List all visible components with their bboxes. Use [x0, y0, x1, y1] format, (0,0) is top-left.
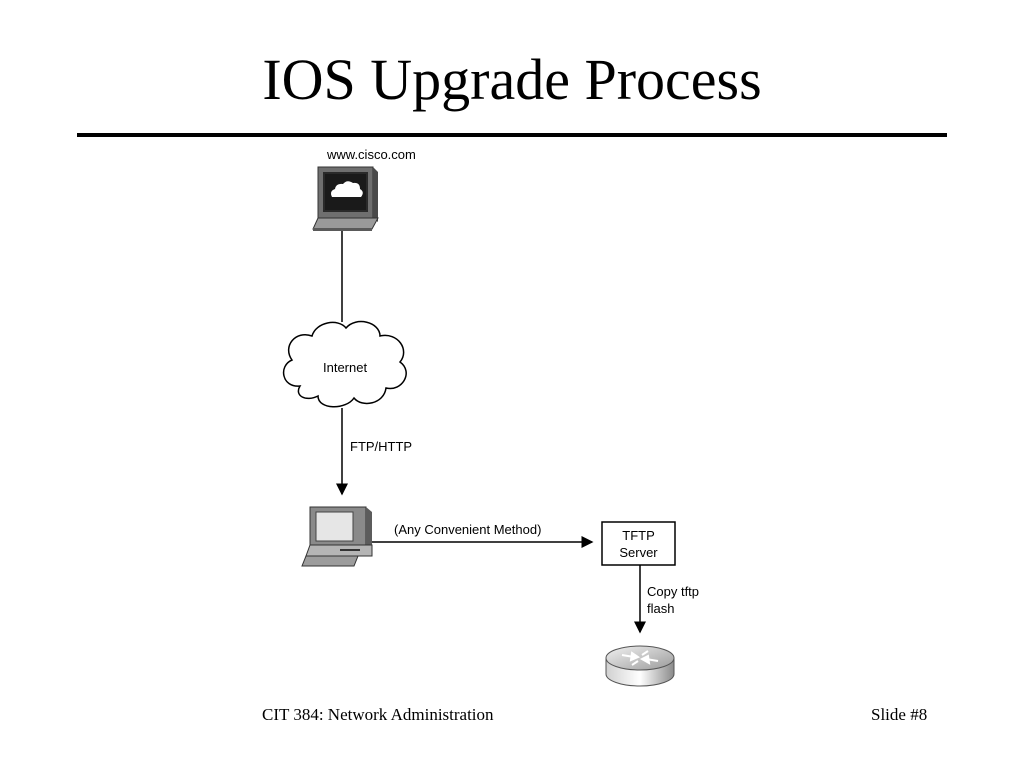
footer-course: CIT 384: Network Administration [262, 705, 494, 724]
internet-label: Internet [323, 360, 367, 375]
transfer-method-label: (Any Convenient Method) [394, 522, 541, 537]
internet-cloud-icon [282, 320, 407, 408]
cisco-site-label: www.cisco.com [326, 147, 416, 162]
slide-title: IOS Upgrade Process [262, 47, 762, 112]
workstation-computer-icon [301, 506, 373, 567]
tftp-server-label-line2: Server [619, 545, 658, 560]
copy-command-label-line1: Copy tftp [647, 584, 699, 599]
tftp-server-label-line1: TFTP [622, 528, 655, 543]
router-icon [605, 645, 675, 687]
web-server-computer-icon [312, 166, 379, 231]
title-divider [77, 133, 947, 137]
footer-slide-number: Slide #8 [871, 705, 928, 724]
download-protocol-label: FTP/HTTP [350, 439, 412, 454]
copy-command-label-line2: flash [647, 601, 674, 616]
tftp-server-box [601, 521, 676, 566]
